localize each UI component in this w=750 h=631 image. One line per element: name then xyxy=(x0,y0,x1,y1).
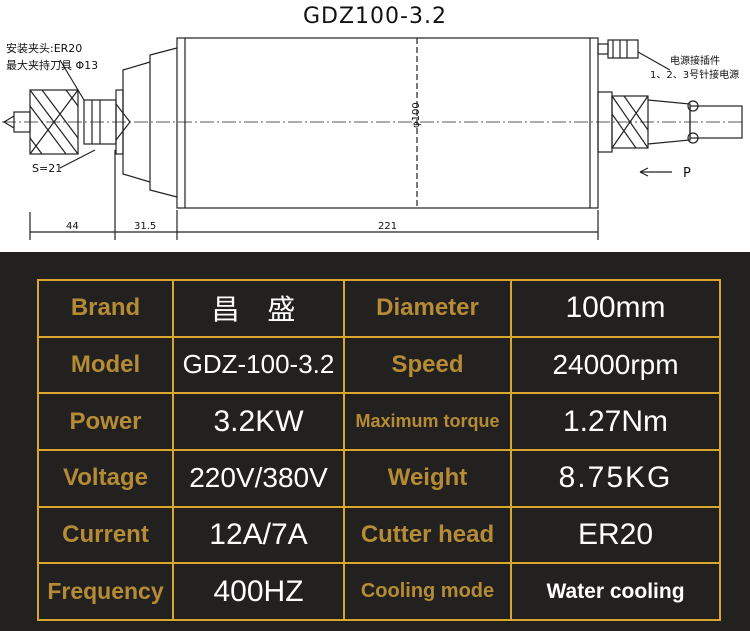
note-power-connector-2: 1、2、3号针接电源 xyxy=(650,68,739,81)
model-value: GDZ-100-3.2 xyxy=(172,335,345,395)
diameter-label: Diameter xyxy=(343,279,512,338)
table-row: Voltage 220V/380V Weight 8.75KG xyxy=(37,448,721,508)
power-value: 3.2KW xyxy=(172,392,345,451)
weight-label: Weight xyxy=(343,448,512,508)
speed-label: Speed xyxy=(343,335,512,395)
table-row: Frequency 400HZ Cooling mode Water cooli… xyxy=(37,562,721,621)
weight-value: 8.75KG xyxy=(510,448,721,508)
frequency-value: 400HZ xyxy=(172,562,345,621)
table-row: Model GDZ-100-3.2 Speed 24000rpm xyxy=(37,335,721,395)
note-install-chuck: 安装夹头:ER20 xyxy=(6,41,82,55)
cutter-head-value: ER20 xyxy=(510,505,721,565)
dim-31-5: 31.5 xyxy=(134,221,156,232)
note-max-clamp: 最大夹持刀具 Φ13 xyxy=(6,58,98,72)
model-label: Model xyxy=(37,335,174,395)
brand-label: Brand xyxy=(37,279,174,338)
brand-value: 昌 盛 xyxy=(172,279,345,338)
note-power-connector-1: 电源接插件 xyxy=(670,54,720,67)
cutter-head-label: Cutter head xyxy=(343,505,512,565)
maximum-torque-value: 1.27Nm xyxy=(510,392,721,451)
drawing-title: GDZ100-3.2 xyxy=(303,4,447,29)
cooling-mode-label: Cooling mode xyxy=(343,562,512,621)
current-label: Current xyxy=(37,505,174,565)
speed-value: 24000rpm xyxy=(510,335,721,395)
voltage-label: Voltage xyxy=(37,448,174,508)
power-label: Power xyxy=(37,392,174,451)
label-s: S=21 xyxy=(32,162,62,175)
table-row: Current 12A/7A Cutter head ER20 xyxy=(37,505,721,565)
table-row: Brand 昌 盛 Diameter 100mm xyxy=(37,279,721,338)
current-value: 12A/7A xyxy=(172,505,345,565)
table-row: Power 3.2KW Maximum torque 1.27Nm xyxy=(37,392,721,451)
voltage-value: 220V/380V xyxy=(172,448,345,508)
dim-221: 221 xyxy=(378,221,397,232)
frequency-label: Frequency xyxy=(37,562,174,621)
spec-table: Brand 昌 盛 Diameter 100mm Model GDZ-100-3… xyxy=(37,279,721,621)
cooling-mode-value: Water cooling xyxy=(510,562,721,621)
spindle-drawing xyxy=(2,37,745,240)
diameter-value: 100mm xyxy=(510,279,721,338)
maximum-torque-label: Maximum torque xyxy=(343,392,512,451)
technical-drawing: GDZ100-3.2 xyxy=(0,0,750,252)
label-p: P xyxy=(683,166,691,181)
label-diameter: φ100 xyxy=(411,102,422,128)
dim-44: 44 xyxy=(66,221,79,232)
